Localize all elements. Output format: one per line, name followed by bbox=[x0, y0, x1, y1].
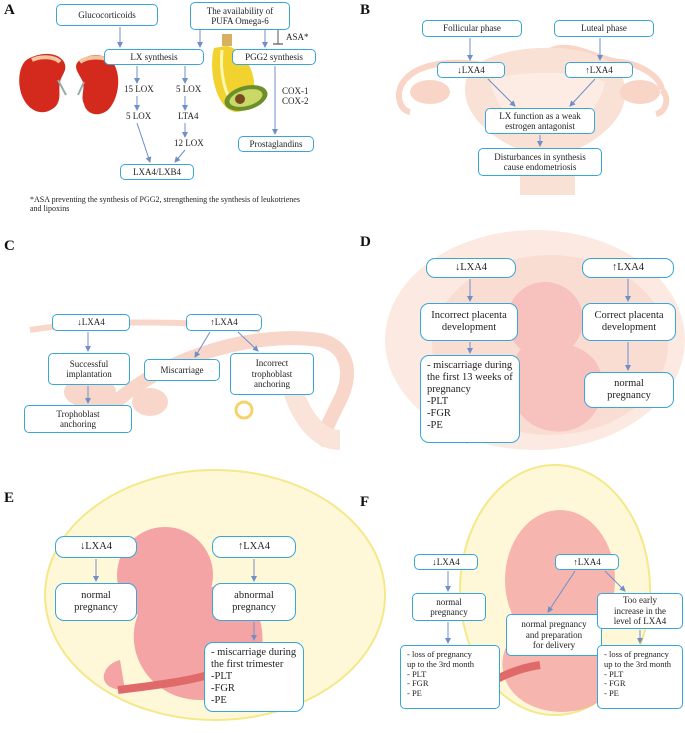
lxa4-down-box-c: ↓LXA4 bbox=[52, 314, 130, 331]
panel-label-d: D bbox=[360, 234, 371, 250]
too-early-increase-box: Too early increase in the level of LXA4 bbox=[597, 593, 683, 629]
panel-label-b: B bbox=[360, 2, 371, 18]
lxa4-down-box-e: ↓LXA4 bbox=[55, 536, 137, 558]
loss-list-box-left: - loss of pregnancy up to the 3rd month … bbox=[400, 645, 500, 709]
miscarriage-list-box-e: - miscarriage during the first trimester… bbox=[204, 642, 304, 712]
lxa4-lxb4-box: LXA4/LXB4 bbox=[120, 164, 194, 180]
lxa4-down-box-d: ↓LXA4 bbox=[426, 258, 516, 278]
lxa4-up-box-e: ↑LXA4 bbox=[212, 536, 296, 558]
trophoblast-anchoring-box: Trophoblast anchoring bbox=[24, 405, 132, 433]
miscarriage-box-c: Miscarriage bbox=[144, 359, 220, 381]
lxa4-up-box-c: ↑LXA4 bbox=[186, 314, 262, 331]
normal-prep-delivery-box: normal pregnancy and preparation for del… bbox=[506, 614, 602, 656]
pufa-box: The availability of PUFA Omega-6 bbox=[190, 2, 290, 30]
asa-label: ASA* bbox=[286, 32, 309, 42]
panel-label-a: A bbox=[4, 2, 15, 18]
successful-implantation-box: Successful implantation bbox=[48, 353, 130, 385]
pgg2-synthesis-box: PGG2 synthesis bbox=[232, 49, 316, 65]
lox5-left-label: 5 LOX bbox=[126, 111, 152, 121]
miscarriage-list-box-d: - miscarriage during the first 13 weeks … bbox=[420, 355, 520, 443]
asa-footnote: *ASA preventing the synthesis of PGG2, s… bbox=[30, 195, 300, 213]
lox15-label: 15 LOX bbox=[124, 84, 154, 94]
loss-list-box-right: - loss of pregnancy up to the 3rd month … bbox=[597, 645, 683, 709]
lxa4-up-box-f: ↑LXA4 bbox=[555, 554, 619, 570]
panel-label-e: E bbox=[4, 490, 15, 506]
correct-placenta-box: Correct placenta development bbox=[582, 303, 676, 341]
lox5-right-label: 5 LOX bbox=[176, 84, 202, 94]
panel-label-f: F bbox=[360, 494, 370, 510]
lxa4-up-box-d: ↑LXA4 bbox=[582, 258, 674, 278]
lxa4-down-box-f: ↓LXA4 bbox=[414, 554, 478, 570]
lxa4-up-box-b: ↑LXA4 bbox=[565, 62, 633, 78]
normal-pregnancy-box-f: normal pregnancy bbox=[412, 593, 486, 621]
luteal-phase-box: Luteal phase bbox=[554, 20, 654, 37]
lta4-label: LTA4 bbox=[178, 111, 199, 121]
disturbances-box: Disturbances in synthesis cause endometr… bbox=[478, 148, 602, 176]
abnormal-pregnancy-box-e: abnormal pregnancy bbox=[212, 583, 296, 621]
prostaglandins-box: Prostaglandins bbox=[238, 136, 314, 152]
follicular-phase-box: Follicular phase bbox=[422, 20, 522, 37]
lx-function-box: LX function as a weak estrogen antagonis… bbox=[485, 108, 595, 134]
incorrect-anchoring-box: Incorrect trophoblast anchoring bbox=[230, 353, 314, 395]
normal-pregnancy-box-d: normal pregnancy bbox=[584, 372, 674, 408]
panel-label-c: C bbox=[4, 238, 15, 254]
lxa4-down-box-b: ↓LXA4 bbox=[437, 62, 505, 78]
cox-label: COX-1 COX-2 bbox=[282, 86, 309, 106]
glucocorticoids-box: Glucocorticoids bbox=[56, 4, 158, 26]
incorrect-placenta-box: Incorrect placenta development bbox=[420, 303, 518, 341]
normal-pregnancy-box-e: normal pregnancy bbox=[55, 583, 137, 621]
lox12-label: 12 LOX bbox=[174, 138, 204, 148]
lx-synthesis-box: LX synthesis bbox=[104, 49, 204, 65]
